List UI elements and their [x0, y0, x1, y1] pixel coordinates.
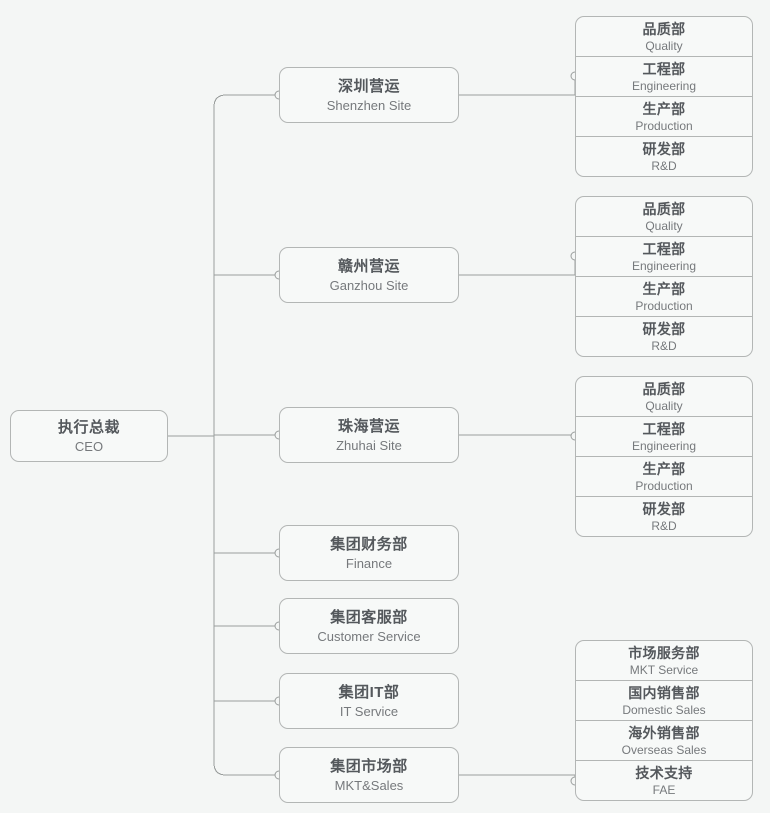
node-label-cn: 珠海营运: [337, 417, 400, 435]
connector-line: [213, 762, 279, 776]
department-label-en: Engineering: [631, 258, 697, 273]
department-label-en: Engineering: [631, 438, 697, 453]
node-label-cn: 执行总裁: [57, 418, 120, 436]
mkt-sales-node[interactable]: 集团市场部 MKT&Sales: [279, 747, 459, 803]
department-label-en: Production: [635, 298, 693, 313]
department-label-en: Overseas Sales: [621, 742, 707, 757]
department-label-en: R&D: [651, 158, 677, 173]
department-label-cn: 生产部: [642, 460, 686, 477]
department-label-cn: 品质部: [642, 380, 686, 397]
node-label-cn: 集团市场部: [330, 757, 408, 775]
department-label-en: Quality: [645, 38, 683, 53]
node-label-en: CEO: [74, 438, 104, 454]
department-label-en: R&D: [651, 338, 677, 353]
node-label-cn: 集团财务部: [330, 535, 408, 553]
department-label-cn: 生产部: [642, 100, 686, 117]
department-label-en: Production: [635, 118, 693, 133]
department-label-en: Domestic Sales: [622, 702, 706, 717]
connector-line: [213, 94, 279, 108]
ceo-node[interactable]: 执行总裁 CEO: [10, 410, 168, 462]
customer-service-node[interactable]: 集团客服部 Customer Service: [279, 598, 459, 654]
ganzhou-site-node[interactable]: 赣州营运 Ganzhou Site: [279, 247, 459, 303]
it-service-node[interactable]: 集团IT部 IT Service: [279, 673, 459, 729]
node-label-en: Finance: [345, 555, 393, 571]
department-label-cn: 市场服务部: [628, 644, 700, 661]
node-label-en: Zhuhai Site: [336, 437, 402, 453]
department-label-en: Engineering: [631, 78, 697, 93]
node-label-cn: 赣州营运: [337, 257, 400, 275]
department-label-en: Production: [635, 478, 693, 493]
department-label-cn: 品质部: [642, 20, 686, 37]
node-label-en: Shenzhen Site: [326, 97, 412, 113]
department-label-cn: 工程部: [642, 60, 686, 77]
department-label-cn: 研发部: [642, 140, 686, 157]
zhuhai-site-node[interactable]: 珠海营运 Zhuhai Site: [279, 407, 459, 463]
department-label-en: R&D: [651, 518, 677, 533]
department-label-cn: 国内销售部: [628, 684, 700, 701]
department-label-cn: 技术支持: [635, 764, 693, 781]
finance-node[interactable]: 集团财务部 Finance: [279, 525, 459, 581]
department-label-en: FAE: [652, 782, 676, 797]
department-label-cn: 海外销售部: [628, 724, 700, 741]
department-label-cn: 品质部: [642, 200, 686, 217]
department-label-cn: 工程部: [642, 240, 686, 257]
department-label-en: MKT Service: [629, 662, 699, 677]
node-label-cn: 集团客服部: [330, 608, 408, 626]
department-label-cn: 研发部: [642, 500, 686, 517]
department-label-cn: 工程部: [642, 420, 686, 437]
node-label-en: Customer Service: [317, 628, 421, 644]
department-label-en: Quality: [645, 398, 683, 413]
node-label-en: IT Service: [339, 703, 399, 719]
node-label-cn: 集团IT部: [338, 683, 400, 701]
shenzhen-site-node[interactable]: 深圳营运 Shenzhen Site: [279, 67, 459, 123]
node-label-en: Ganzhou Site: [329, 277, 409, 293]
department-label-cn: 研发部: [642, 320, 686, 337]
node-label-cn: 深圳营运: [337, 77, 400, 95]
department-label-cn: 生产部: [642, 280, 686, 297]
node-label-en: MKT&Sales: [334, 777, 404, 793]
department-label-en: Quality: [645, 218, 683, 233]
